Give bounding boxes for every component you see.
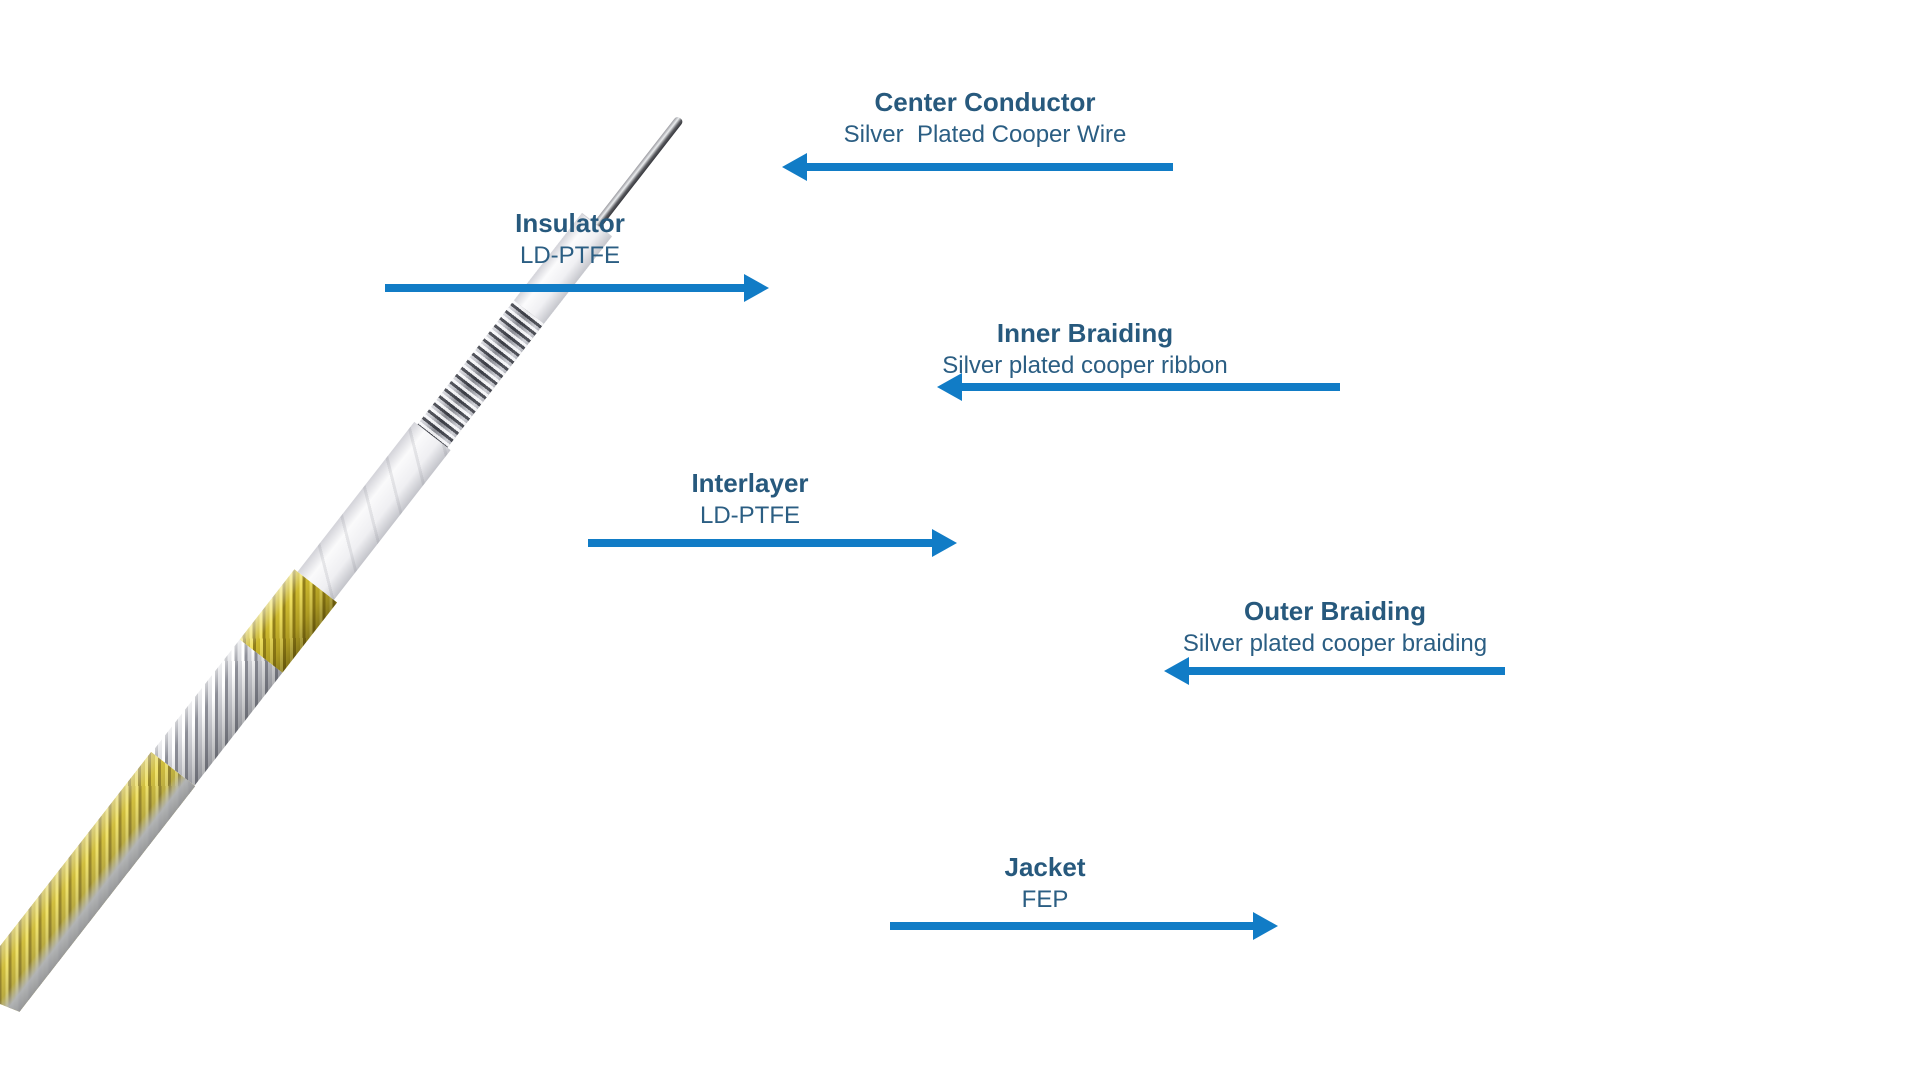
label-center-conductor-subtitle: Silver Plated Cooper Wire: [843, 121, 1127, 148]
insulator-arrow-icon: [385, 274, 769, 302]
label-insulator: Insulator LD-PTFE: [455, 207, 685, 272]
label-jacket-title: Jacket: [1004, 852, 1086, 882]
label-interlayer-subtitle: LD-PTFE: [699, 502, 800, 529]
cable-segment-jacket: [0, 752, 195, 1025]
label-interlayer: Interlayer LD-PTFE: [640, 467, 860, 532]
outer-braiding-arrow-icon: [1164, 657, 1505, 685]
inner-braiding-arrow-icon: [937, 373, 1340, 401]
interlayer-arrow-icon: [588, 529, 957, 557]
jacket-arrow-icon: [890, 912, 1278, 940]
cable-segment-inner-braiding: [417, 300, 544, 448]
label-center-conductor: Center Conductor Silver Plated Cooper Wi…: [810, 86, 1160, 151]
label-insulator-subtitle: LD-PTFE: [519, 242, 620, 269]
label-center-conductor-title: Center Conductor: [874, 87, 1096, 117]
label-inner-braiding-subtitle: Silver plated cooper ribbon: [942, 352, 1228, 379]
label-insulator-title: Insulator: [515, 208, 625, 238]
label-outer-braiding: Outer Braiding Silver plated cooper brai…: [1175, 595, 1495, 660]
cable-segment-outer-braiding-silver: [151, 639, 283, 786]
label-outer-braiding-subtitle: Silver plated cooper braiding: [1182, 630, 1488, 657]
cable-segment-interlayer: [297, 421, 451, 601]
label-inner-braiding-title: Inner Braiding: [996, 318, 1174, 348]
center-conductor-arrow-icon: [782, 153, 1173, 181]
label-jacket-subtitle: FEP: [1021, 886, 1069, 913]
label-outer-braiding-title: Outer Braiding: [1243, 596, 1426, 626]
label-inner-braiding: Inner Braiding Silver plated cooper ribb…: [935, 317, 1235, 382]
label-jacket: Jacket FEP: [930, 851, 1160, 916]
label-interlayer-title: Interlayer: [691, 468, 809, 498]
